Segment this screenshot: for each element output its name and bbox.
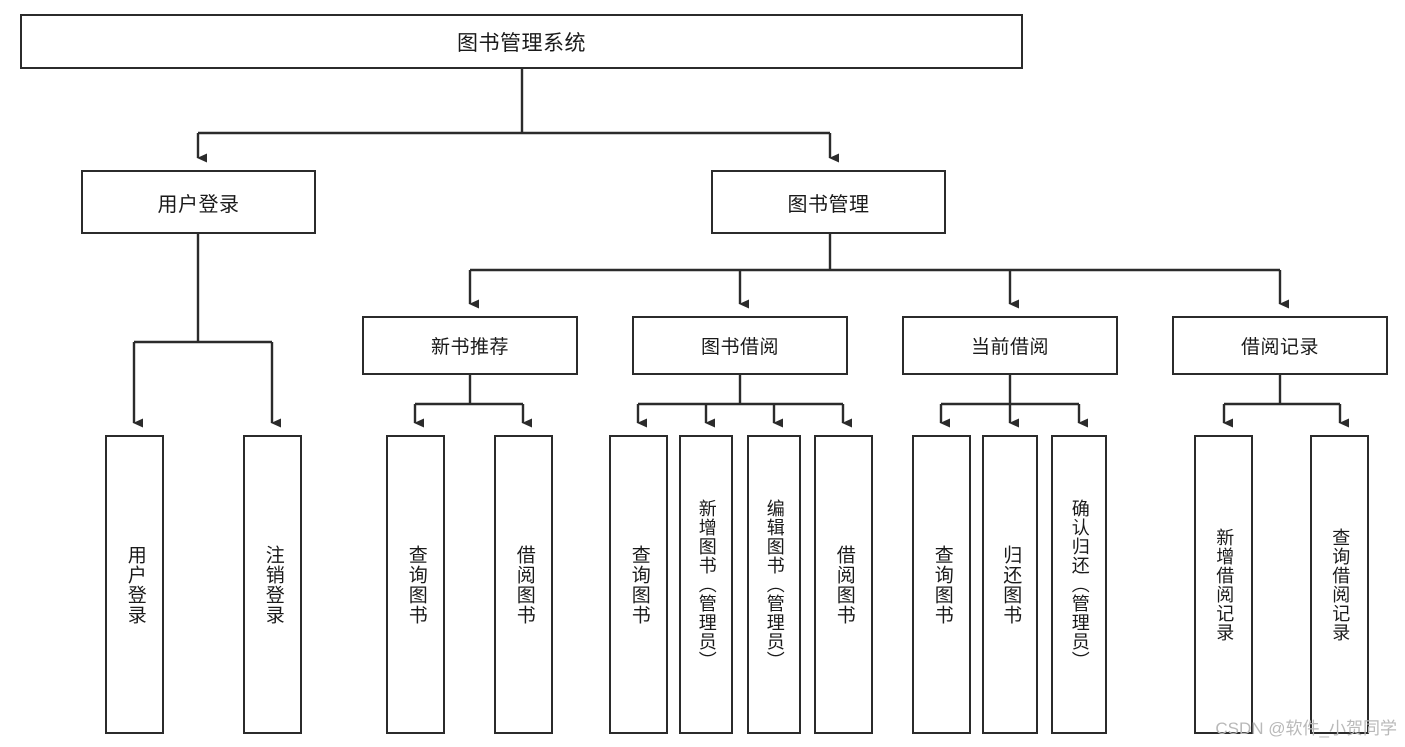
leaf-new-book-borrow-book[interactable]: 借阅图书 (494, 435, 553, 734)
leaf-borrow-record-add-record[interactable]: 新增借阅记录 (1194, 435, 1253, 734)
leaf-book-borrow-query-book[interactable]: 查询图书 (609, 435, 668, 734)
node-label: 归还图书 (1000, 544, 1022, 625)
node-borrow-record[interactable]: 借阅记录 (1172, 316, 1388, 375)
leaf-book-borrow-edit-book-admin[interactable]: 编辑图书（管理员） (747, 435, 801, 734)
leaf-borrow-record-query-record[interactable]: 查询借阅记录 (1310, 435, 1369, 734)
leaf-new-book-query-book[interactable]: 查询图书 (386, 435, 445, 734)
node-label: 借阅记录 (1240, 337, 1319, 358)
node-label: 图书借阅 (700, 337, 779, 358)
node-label: 查询图书 (628, 544, 650, 625)
node-label: 新增借阅记录 (1214, 527, 1235, 642)
node-label: 图书管理系统 (457, 31, 586, 55)
node-label: 用户登录 (124, 544, 146, 625)
node-label: 图书管理 (787, 193, 870, 216)
node-root-system[interactable]: 图书管理系统 (20, 14, 1023, 69)
leaf-current-borrow-query-book[interactable]: 查询图书 (912, 435, 971, 734)
leaf-current-borrow-return-book[interactable]: 归还图书 (982, 435, 1038, 734)
leaf-book-borrow-add-book-admin[interactable]: 新增图书（管理员） (679, 435, 733, 734)
node-new-book-recommend[interactable]: 新书推荐 (362, 316, 578, 375)
leaf-user-login-logout[interactable]: 注销登录 (243, 435, 302, 734)
node-label: 新书推荐 (430, 337, 509, 358)
node-label: 注销登录 (262, 544, 284, 625)
leaf-user-login-login[interactable]: 用户登录 (105, 435, 164, 734)
node-label: 新增图书（管理员） (696, 499, 717, 670)
node-label: 查询借阅记录 (1330, 527, 1351, 642)
node-label: 借阅图书 (833, 544, 855, 625)
leaf-current-borrow-confirm-return-admin[interactable]: 确认归还（管理员） (1051, 435, 1107, 734)
node-book-management[interactable]: 图书管理 (711, 170, 946, 234)
node-label: 查询图书 (405, 544, 427, 625)
node-label: 编辑图书（管理员） (764, 499, 785, 670)
node-current-borrow[interactable]: 当前借阅 (902, 316, 1118, 375)
watermark-text: CSDN @软件_小贺同学 (1215, 719, 1397, 738)
node-book-borrow[interactable]: 图书借阅 (632, 316, 848, 375)
node-label: 用户登录 (157, 193, 240, 216)
node-label: 借阅图书 (513, 544, 535, 625)
leaf-book-borrow-borrow-book[interactable]: 借阅图书 (814, 435, 873, 734)
node-user-login[interactable]: 用户登录 (81, 170, 316, 234)
node-label: 确认归还（管理员） (1069, 499, 1090, 670)
node-label: 当前借阅 (970, 337, 1049, 358)
node-label: 查询图书 (931, 544, 953, 625)
